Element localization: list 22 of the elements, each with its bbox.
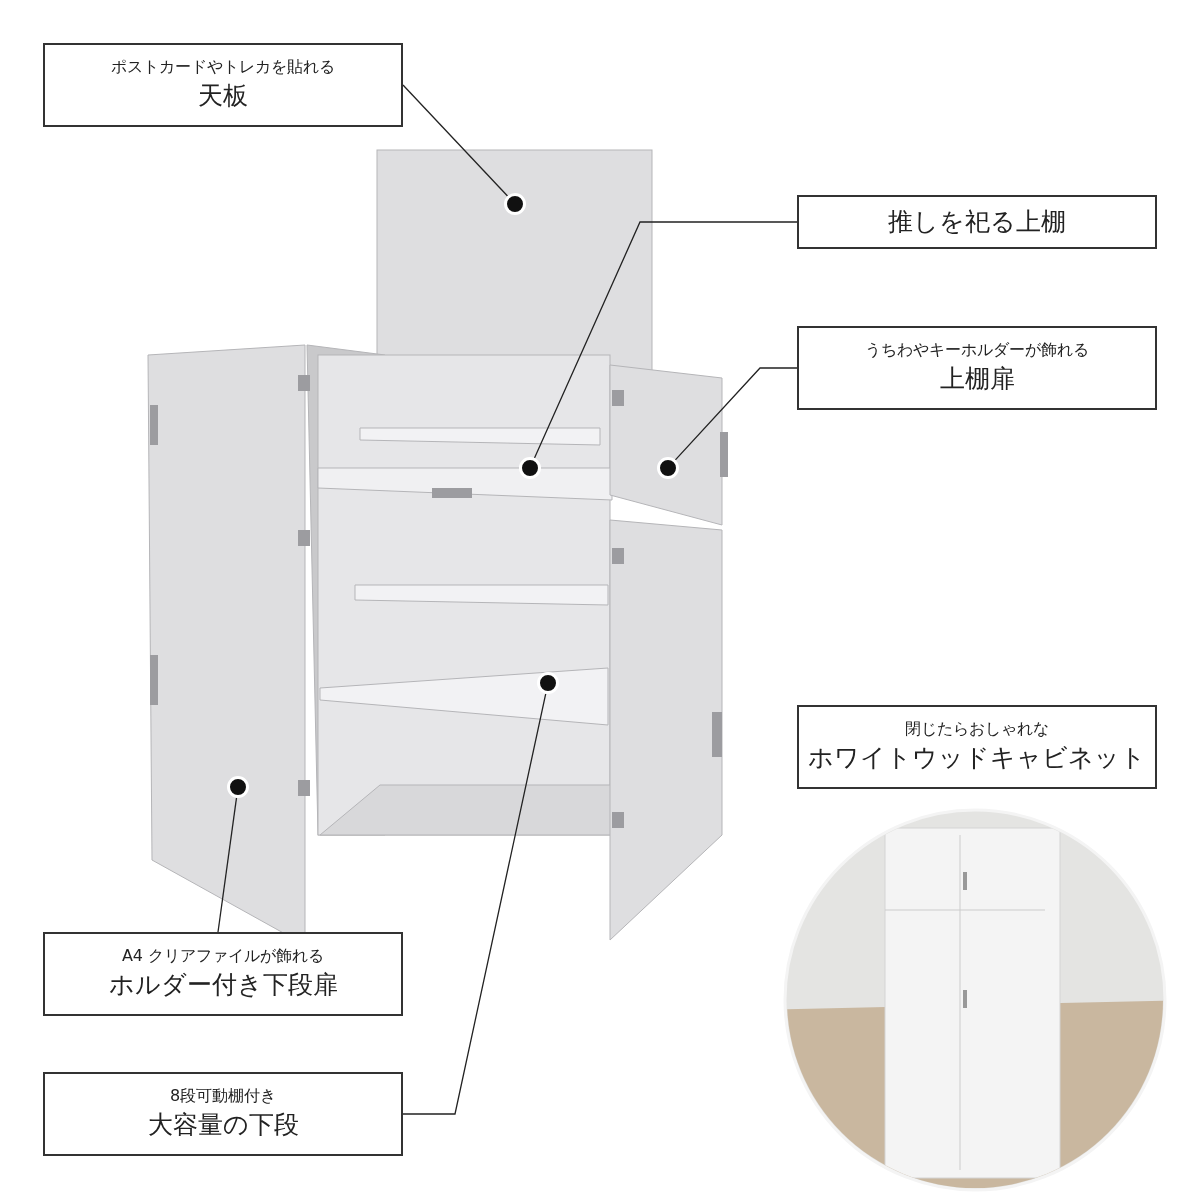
leader-line <box>402 84 509 197</box>
leader-line <box>217 797 238 933</box>
callout-box <box>43 43 403 127</box>
callout-box <box>797 705 1157 789</box>
callout-subtitle: 閉じたらおしゃれな <box>905 718 1049 740</box>
callout-title: 推しを祀る上棚 <box>888 206 1066 238</box>
callout-box <box>797 195 1157 249</box>
callout-subtitle: 8段可動棚付き <box>169 1085 277 1107</box>
callout-title: ホワイトウッドキャビネット <box>808 742 1146 774</box>
callout-subtitle: ポストカードやトレカを貼れる <box>111 56 335 78</box>
callout-box <box>43 1072 403 1156</box>
callout-box <box>43 932 403 1016</box>
leader-line <box>533 221 798 459</box>
callout-title: 天板 <box>198 80 248 112</box>
callout-title: ホルダー付き下段扉 <box>108 969 338 1001</box>
callout-title: 上棚扉 <box>939 363 1015 395</box>
callout-subtitle: うちわやキーホルダーが飾れる <box>865 339 1089 361</box>
callout-subtitle: A4 クリアファイルが飾れる <box>121 945 325 967</box>
leader-line <box>402 693 547 1115</box>
callout-box <box>797 326 1157 410</box>
callout-title: 大容量の下段 <box>147 1109 299 1141</box>
leader-line <box>674 367 798 461</box>
